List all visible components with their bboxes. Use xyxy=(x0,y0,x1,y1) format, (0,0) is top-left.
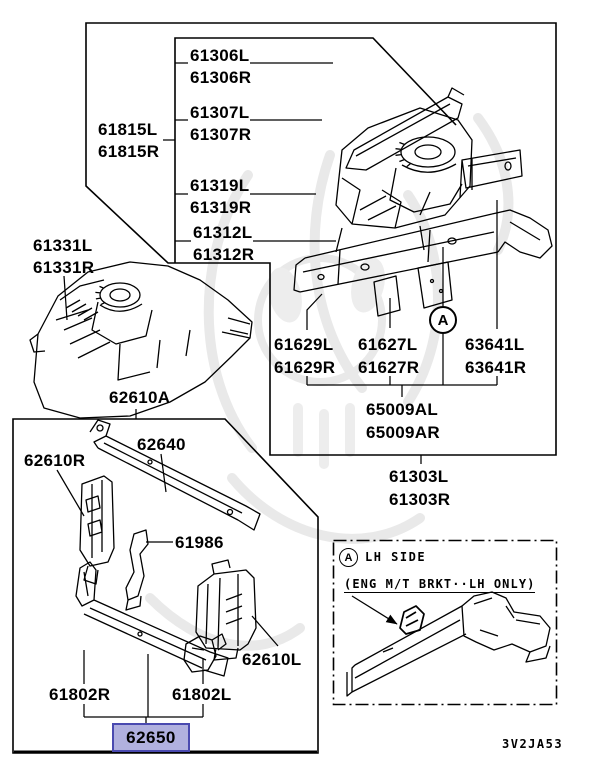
inset-title: LH SIDE xyxy=(365,550,427,564)
main-assembly-drawing xyxy=(293,87,553,317)
part-label-62650-selected[interactable]: 62650 xyxy=(112,723,190,752)
radiator-support-parts-drawing xyxy=(75,419,261,677)
main-assembly-box xyxy=(85,22,557,456)
part-label-61986[interactable]: 61986 xyxy=(175,533,224,552)
radiator-support-box xyxy=(12,418,319,754)
part-label-62610R[interactable]: 62610R xyxy=(24,451,86,470)
part-label-61802L[interactable]: 61802L xyxy=(172,685,232,704)
left-wheelhouse-drawing xyxy=(29,261,253,419)
part-label-62610L[interactable]: 62610L xyxy=(242,650,302,669)
label-box xyxy=(174,37,457,263)
part-label-62610A[interactable]: 62610A xyxy=(109,388,171,407)
leader-lines xyxy=(56,62,498,723)
part-label-61802R[interactable]: 61802R xyxy=(49,685,111,704)
inset-side-member-drawing xyxy=(346,591,551,697)
inset-note: (ENG M/T BRKT··LH ONLY) xyxy=(344,577,536,593)
part-label-62640[interactable]: 62640 xyxy=(137,435,186,454)
inset-ref-marker-a: A xyxy=(339,548,358,567)
diagram-code: 3V2JA53 xyxy=(502,737,564,751)
detail-ref-marker-a: A xyxy=(429,306,457,334)
inset-arrow xyxy=(351,595,398,625)
inset-detail-box xyxy=(332,539,558,706)
